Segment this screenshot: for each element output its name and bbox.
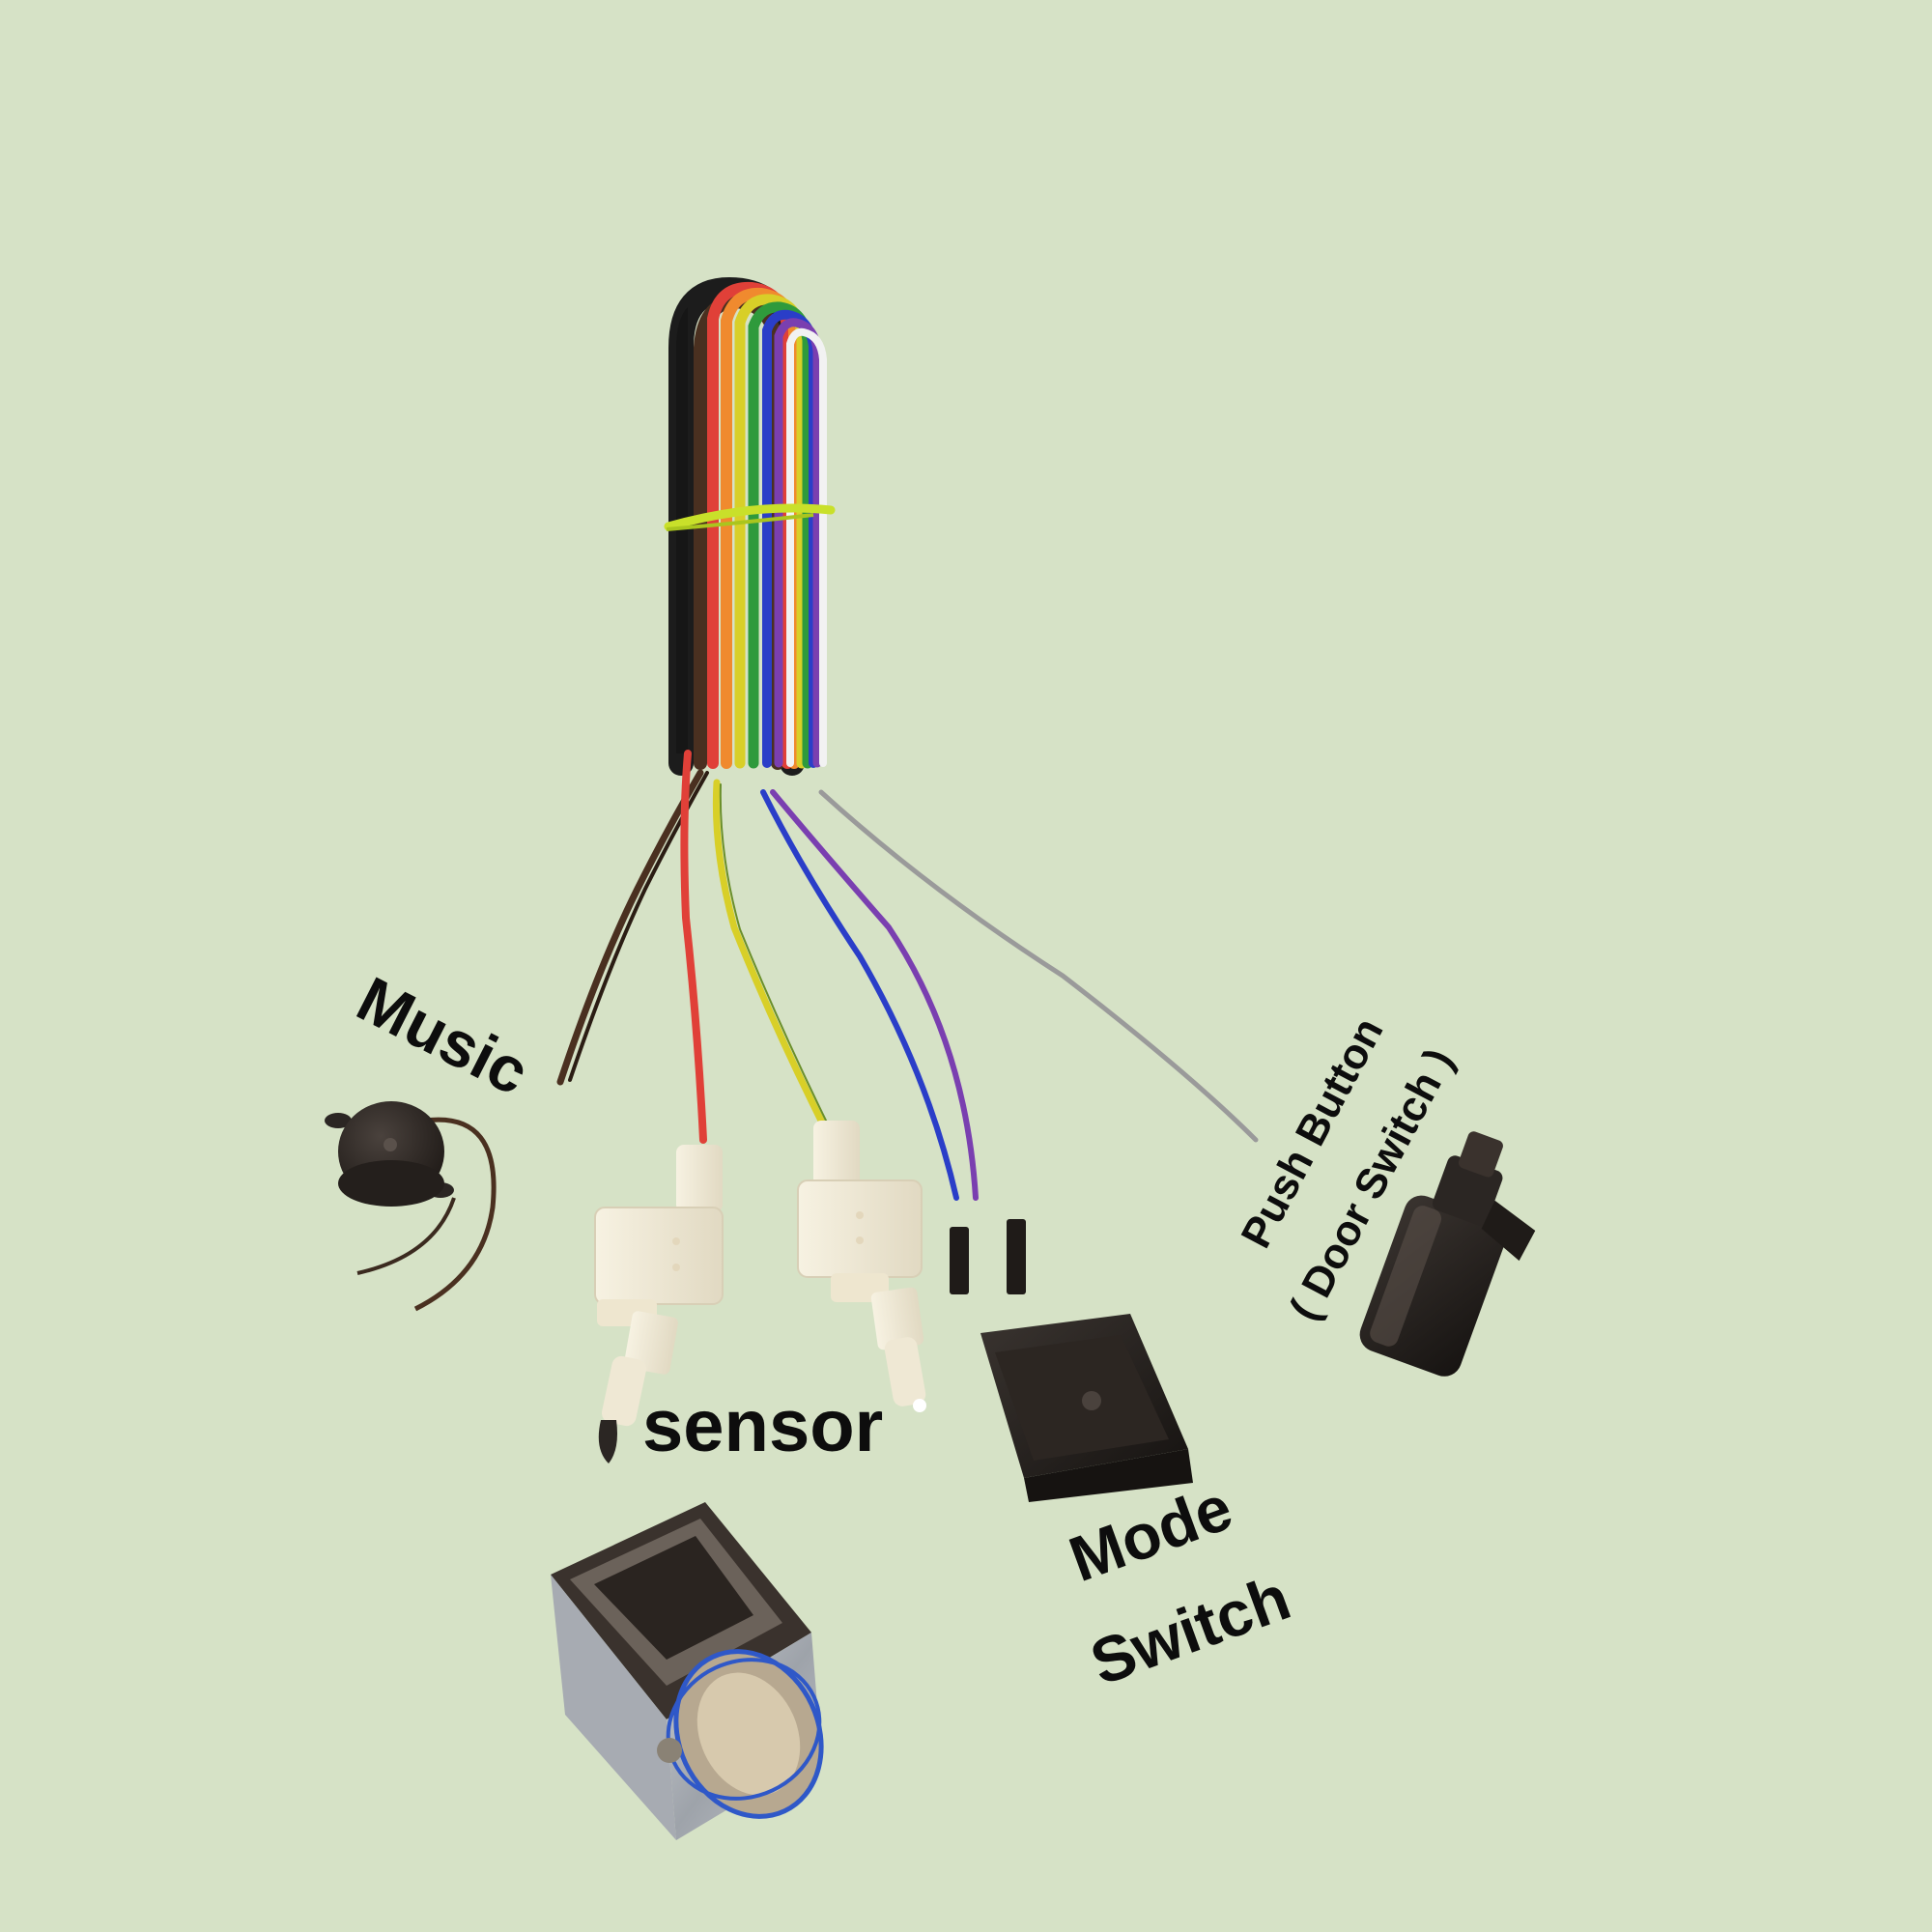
sensor-connectors [594, 1121, 926, 1463]
cable-tie [664, 503, 836, 531]
push-button-door-switch [1359, 1131, 1536, 1377]
sensor-connector-left [594, 1145, 724, 1463]
sensor-label: sensor [642, 1385, 883, 1467]
ribbon-cable [664, 276, 836, 776]
music-buzzer [325, 1101, 497, 1312]
mode-rocker-switch [950, 1219, 1193, 1502]
music-label: Music [347, 963, 540, 1109]
sensor-connector-right [797, 1121, 926, 1412]
solenoid-lock [551, 1502, 824, 1840]
breakout-wires [556, 750, 1259, 1201]
